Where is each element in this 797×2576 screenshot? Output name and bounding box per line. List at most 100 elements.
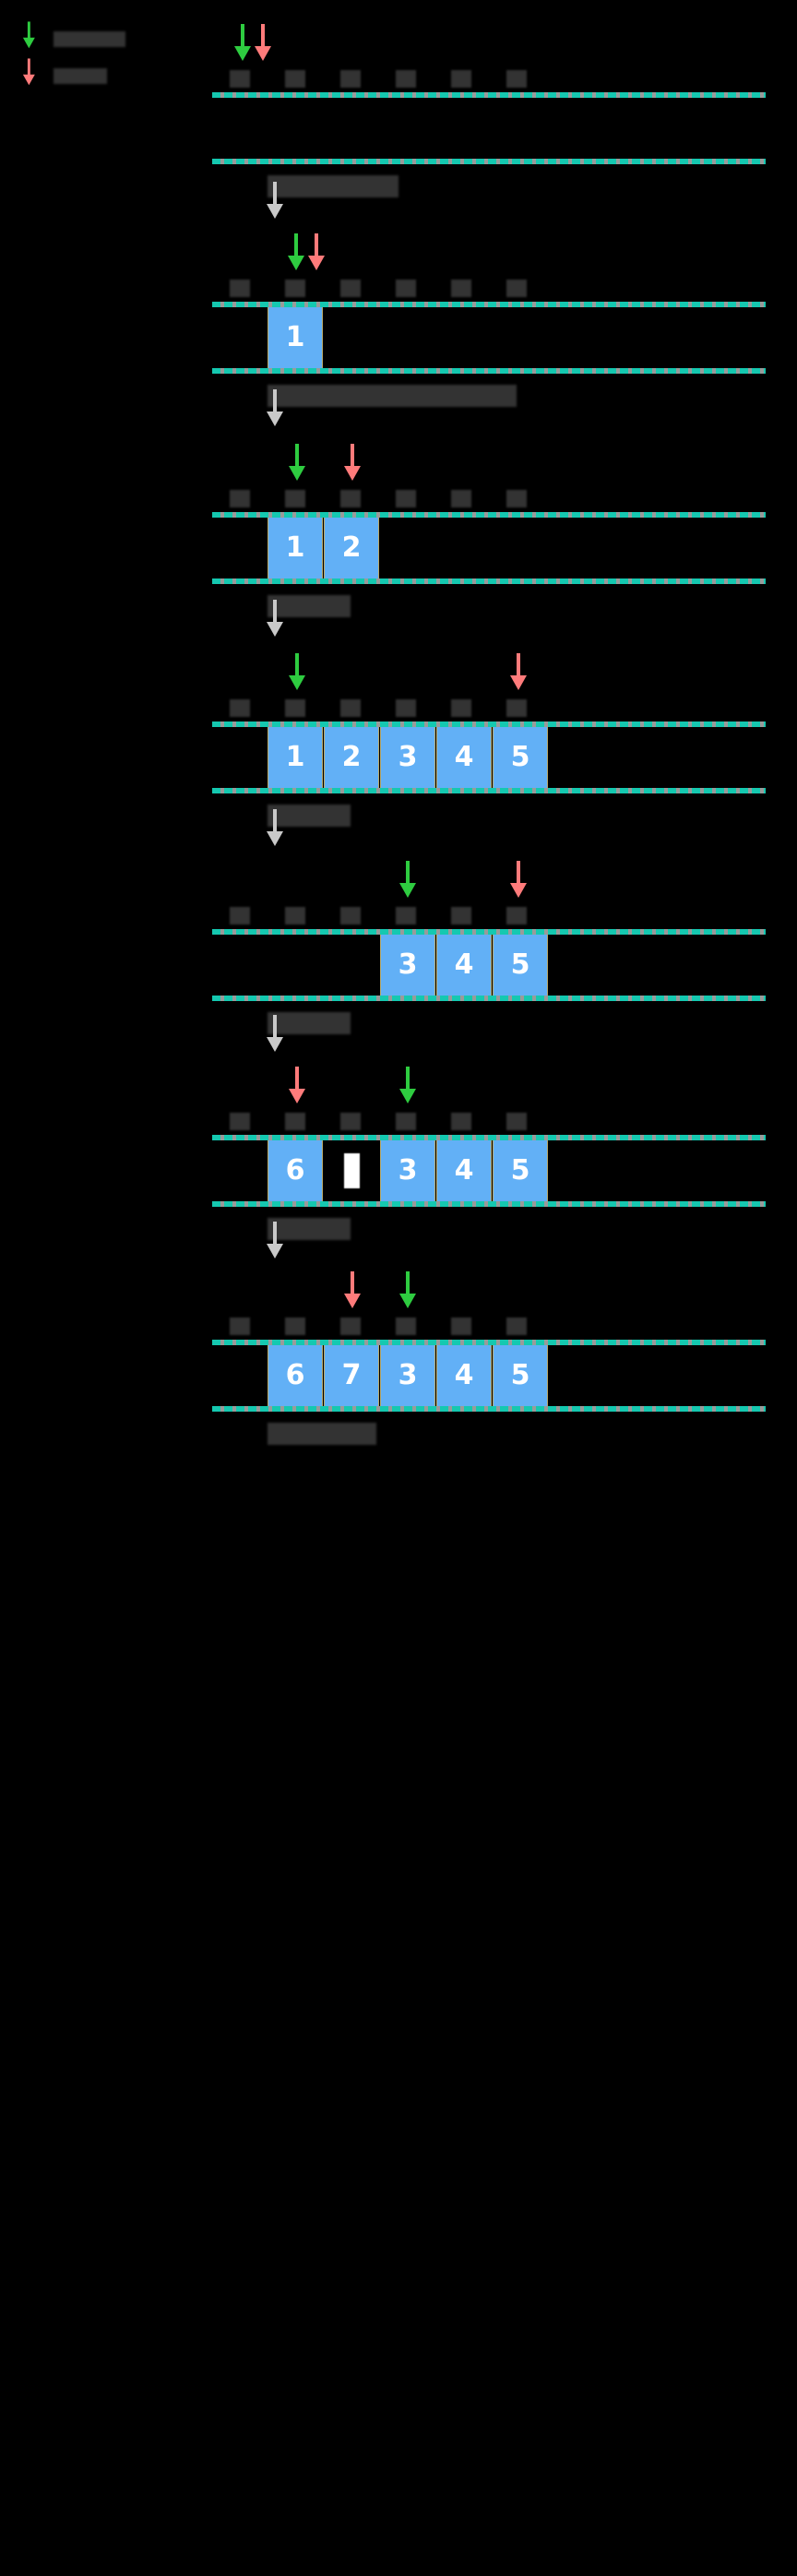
- back-pointer-arrow-icon: [506, 859, 530, 900]
- panel-caption: enqueue: [212, 805, 766, 827]
- array-top-rail: [212, 512, 766, 518]
- step-transition-arrow-icon: [263, 1013, 287, 1054]
- front-pointer-arrow-icon: [285, 442, 309, 483]
- panel-caption-text: empty queue: [268, 175, 398, 197]
- array-state-panel: -1012341enqueue the first element: [212, 226, 766, 407]
- array-cell[interactable]: [493, 518, 548, 578]
- array-state-panel: -10123467345queue is full: [212, 1264, 766, 1445]
- index-tick-label: 0: [285, 1113, 305, 1130]
- panel-caption-text: dequeue: [268, 1012, 351, 1034]
- front-pointer-arrow-icon: [396, 1270, 420, 1310]
- array-cell[interactable]: 1: [268, 727, 323, 788]
- legend-label-front: front: [54, 30, 125, 47]
- array-state-panel: -1012346345enqueue: [212, 1059, 766, 1240]
- array-cell[interactable]: [324, 935, 379, 996]
- index-tick-label: 3: [451, 280, 471, 297]
- front-pointer-arrow-icon: [231, 22, 255, 63]
- index-tick-label: -1: [230, 1113, 250, 1130]
- index-tick-label: 3: [451, 70, 471, 88]
- panel-caption-text: enqueue: [268, 595, 351, 617]
- index-tick-row: -101234: [212, 1316, 766, 1340]
- array-cell[interactable]: 5: [493, 1140, 548, 1201]
- array-cell[interactable]: [380, 98, 435, 159]
- array-cell[interactable]: 5: [493, 1345, 548, 1406]
- array-cell[interactable]: [493, 307, 548, 368]
- index-tick-label: 1: [340, 1318, 361, 1335]
- array-cell[interactable]: 3: [380, 935, 435, 996]
- array-bottom-rail: [212, 578, 766, 584]
- index-tick-label: 1: [340, 699, 361, 717]
- array-bottom-rail: [212, 1201, 766, 1207]
- array-cell[interactable]: 3: [380, 1345, 435, 1406]
- index-tick-label: -1: [230, 280, 250, 297]
- index-tick-label: 0: [285, 280, 305, 297]
- panel-caption: enqueue: [212, 595, 766, 617]
- array-bottom-rail: [212, 1406, 766, 1412]
- index-tick-label: 4: [506, 907, 527, 924]
- array-cell[interactable]: [324, 1140, 379, 1201]
- array-top-rail: [212, 722, 766, 727]
- index-tick-label: 0: [285, 699, 305, 717]
- array-top-rail: [212, 929, 766, 935]
- array-cell[interactable]: 6: [268, 1345, 323, 1406]
- array-cell[interactable]: 5: [493, 727, 548, 788]
- array-cell[interactable]: [324, 307, 379, 368]
- array-cell[interactable]: [380, 307, 435, 368]
- index-tick-label: 3: [451, 1318, 471, 1335]
- array-cell[interactable]: 2: [324, 518, 379, 578]
- back-pointer-arrow-icon: [304, 232, 328, 272]
- array-cell[interactable]: 4: [436, 1140, 492, 1201]
- panel-caption-text: enqueue: [268, 805, 351, 827]
- step-transition-arrow-icon: [263, 388, 287, 428]
- back-pointer-arrow-icon: [340, 442, 364, 483]
- index-tick-label: 0: [285, 70, 305, 88]
- array-cell[interactable]: 3: [380, 1140, 435, 1201]
- index-tick-label: -1: [230, 70, 250, 88]
- pointer-arrow-lane: [212, 1059, 766, 1111]
- array-cell[interactable]: [324, 98, 379, 159]
- array-cell[interactable]: 4: [436, 935, 492, 996]
- array-state-panel: -101234empty queue: [212, 17, 766, 197]
- array-cell[interactable]: [493, 98, 548, 159]
- array-state-panel: -10123412345enqueue: [212, 646, 766, 827]
- array-cell[interactable]: 1: [268, 307, 323, 368]
- array-cell[interactable]: [436, 98, 492, 159]
- array-cell[interactable]: 6: [268, 1140, 323, 1201]
- array-cell[interactable]: [380, 518, 435, 578]
- array-cell[interactable]: [436, 307, 492, 368]
- index-tick-label: -1: [230, 1318, 250, 1335]
- index-tick-label: 1: [340, 490, 361, 507]
- legend-item-back: back: [20, 57, 205, 94]
- front-pointer-arrow-icon: [285, 651, 309, 692]
- index-tick-label: 2: [396, 1113, 416, 1130]
- array-cell[interactable]: 7: [324, 1345, 379, 1406]
- index-tick-label: -1: [230, 907, 250, 924]
- index-tick-row: -101234: [212, 905, 766, 929]
- index-tick-label: 2: [396, 907, 416, 924]
- index-tick-label: 1: [340, 280, 361, 297]
- index-tick-row: -101234: [212, 488, 766, 512]
- down-arrow-red-icon: [20, 57, 44, 94]
- panel-caption-text: enqueue: [268, 1218, 351, 1240]
- array-cell[interactable]: 1: [268, 518, 323, 578]
- index-tick-row: -101234: [212, 68, 766, 92]
- index-tick-label: 1: [340, 1113, 361, 1130]
- pointer-arrow-lane: [212, 226, 766, 278]
- index-tick-label: 4: [506, 1318, 527, 1335]
- array-cell[interactable]: 3: [380, 727, 435, 788]
- array-cell[interactable]: [268, 935, 323, 996]
- array-cell[interactable]: 4: [436, 1345, 492, 1406]
- pointer-arrow-lane: [212, 17, 766, 68]
- array-cell[interactable]: 5: [493, 935, 548, 996]
- front-pointer-arrow-icon: [396, 1065, 420, 1105]
- array-cell[interactable]: [268, 98, 323, 159]
- array-top-rail: [212, 1135, 766, 1140]
- array-cell[interactable]: 2: [324, 727, 379, 788]
- panel-caption: enqueue: [212, 1218, 766, 1240]
- array-cell[interactable]: 4: [436, 727, 492, 788]
- array-cell[interactable]: [436, 518, 492, 578]
